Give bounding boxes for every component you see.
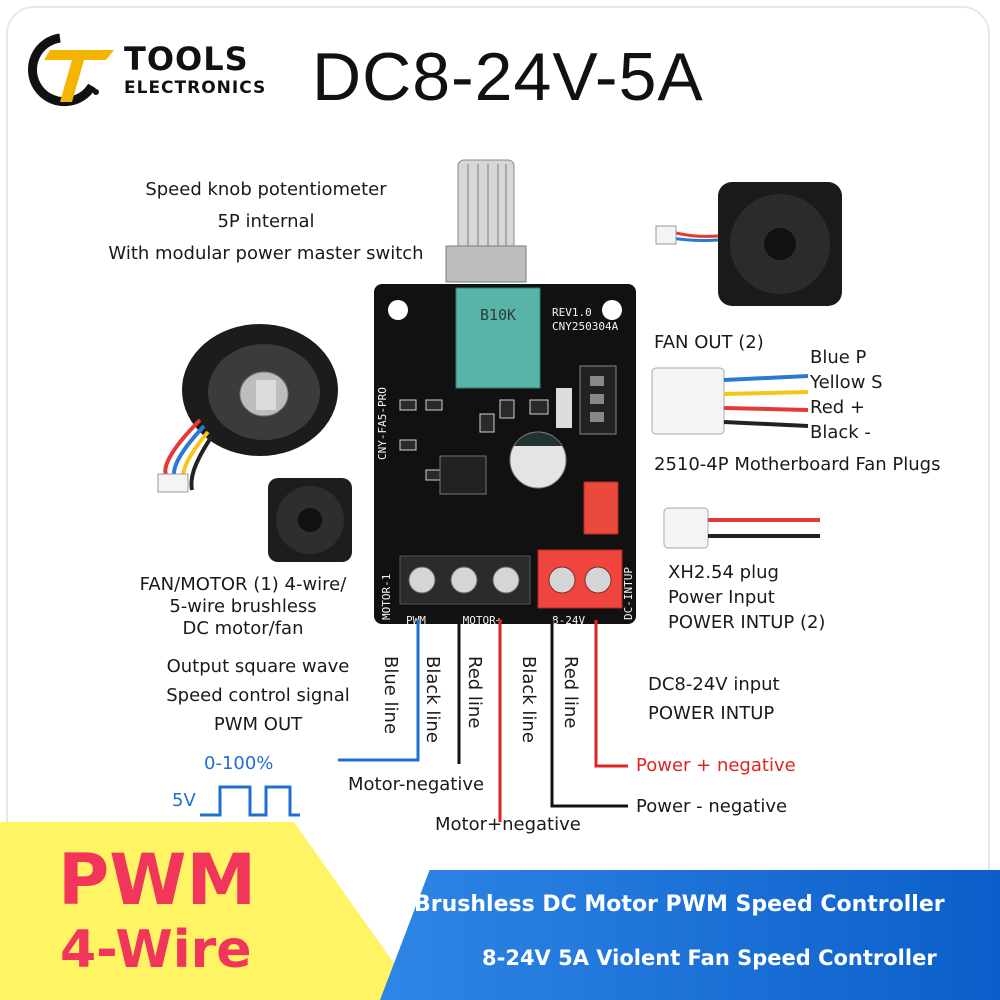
xh-plug-1: XH2.54 plug bbox=[668, 562, 779, 583]
fan-out-title: FAN OUT (2) bbox=[654, 332, 764, 353]
motor-desc-3: DC motor/fan bbox=[182, 618, 304, 639]
fan-plug-4p-image bbox=[651, 367, 809, 435]
pwm-range-label: 0-100% bbox=[204, 753, 274, 774]
output-desc-3: PWM OUT bbox=[213, 714, 303, 735]
wire-label-blue: Blue line bbox=[380, 656, 401, 735]
wire-label-red-2: Red line bbox=[560, 656, 581, 729]
small-fan-left-image bbox=[268, 478, 352, 562]
fan-pin-black: Black - bbox=[810, 422, 871, 443]
fan-pin-yellow: Yellow S bbox=[810, 372, 883, 393]
fan-pin-blue: Blue P bbox=[810, 347, 867, 368]
brushless-motor-image bbox=[157, 324, 338, 493]
xh-plug-3: POWER INTUP (2) bbox=[668, 612, 826, 633]
wire-label-black-1: Black line bbox=[422, 656, 443, 743]
board-pin-pwm: PWM bbox=[406, 614, 426, 627]
wire-label-black-2: Black line bbox=[518, 656, 539, 743]
board-input-range: 8-24V bbox=[552, 614, 585, 627]
wire-label-red-1: Red line bbox=[464, 656, 485, 729]
motor-desc-2: 5-wire brushless bbox=[169, 596, 317, 617]
callout-power-positive: Power + negative bbox=[636, 755, 796, 776]
dc-input-2: POWER INTUP bbox=[648, 703, 775, 724]
callout-motor-positive: Motor+negative bbox=[435, 814, 581, 835]
banner-4-wire: 4-Wire bbox=[60, 920, 252, 980]
board-input-label: DC-INTUP bbox=[622, 567, 635, 620]
dc-input-1: DC8-24V input bbox=[648, 674, 780, 695]
knob-desc-1: Speed knob potentiometer bbox=[145, 179, 387, 200]
fan-pin-red: Red + bbox=[810, 397, 866, 418]
brand-name: TOOLS bbox=[124, 40, 249, 78]
xh-plug-2: Power Input bbox=[668, 587, 775, 608]
fan-plug-desc: 2510-4P Motherboard Fan Plugs bbox=[654, 454, 941, 475]
pwm-volt-label: 5V bbox=[172, 790, 196, 811]
callout-motor-negative: Motor-negative bbox=[348, 774, 485, 795]
brand-subtitle: ELECTRONICS bbox=[124, 78, 267, 98]
xh-plug-image bbox=[663, 507, 820, 549]
banner-line-2: 8-24V 5A Violent Fan Speed Controller bbox=[482, 946, 937, 970]
board-motor-label: MOTOR-1 bbox=[380, 574, 393, 620]
board-part: CNY250304A bbox=[552, 320, 619, 333]
fan-top-right-image bbox=[655, 182, 842, 306]
pcb-board: B10K REV1.0 CNY250304A CNY-FA5-PRO MOTOR… bbox=[374, 159, 636, 627]
board-version: REV1.0 bbox=[552, 306, 592, 319]
banner-pwm: PWM bbox=[58, 839, 257, 921]
tools-logo-icon bbox=[27, 33, 114, 107]
pot-code: B10K bbox=[480, 306, 516, 324]
callout-power-negative: Power - negative bbox=[636, 796, 788, 817]
knob-desc-3: With modular power master switch bbox=[108, 243, 424, 264]
output-desc-1: Output square wave bbox=[166, 656, 350, 677]
board-pin-motor: -MOTOR+ bbox=[456, 614, 503, 627]
banner-line-1: Brushless DC Motor PWM Speed Controller bbox=[414, 892, 945, 917]
banner-blue bbox=[380, 870, 1000, 1000]
spec-title: DC8-24V-5A bbox=[312, 39, 704, 115]
board-model: CNY-FA5-PRO bbox=[376, 387, 389, 460]
motor-desc-1: FAN/MOTOR (1) 4-wire/ bbox=[139, 574, 347, 595]
knob-desc-2: 5P internal bbox=[217, 211, 315, 232]
output-desc-2: Speed control signal bbox=[166, 685, 350, 706]
